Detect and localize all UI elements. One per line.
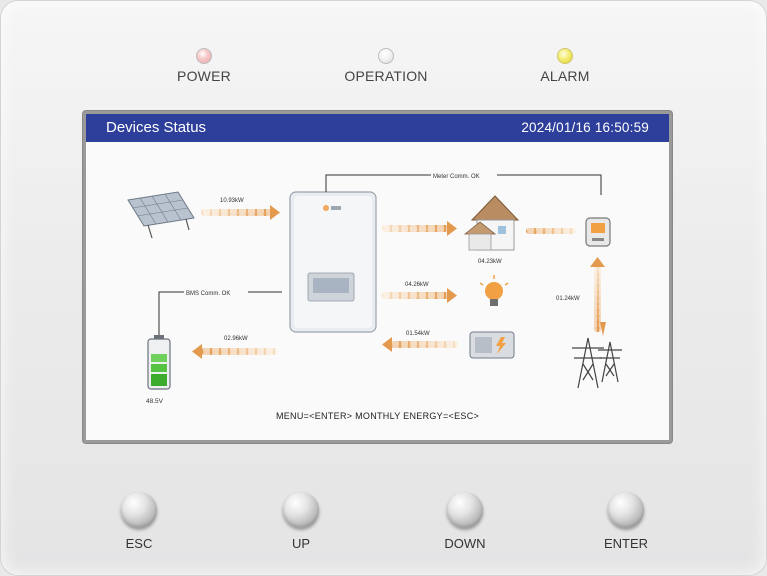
down-button-group: DOWN (415, 492, 515, 551)
esc-button-label: ESC (125, 536, 153, 551)
inverter-icon (289, 191, 377, 333)
power-led-icon (196, 48, 212, 64)
energy-flow-diagram: 10.93kW Meter Comm. OK (127, 171, 622, 405)
power-indicator-label: POWER (177, 68, 231, 84)
screen-datetime: 2024/01/16 16:50:59 (521, 120, 649, 135)
meter-comm-status: Meter Comm. OK (433, 174, 480, 180)
house-flow-arrow (382, 221, 457, 236)
battery-power-value: 02.96kW (224, 336, 248, 342)
battery-flow-arrow (192, 344, 277, 359)
power-grid-icon (572, 337, 622, 389)
light-bulb-icon (479, 275, 509, 306)
enter-button[interactable] (608, 492, 644, 528)
bms-comm-status: BMS Comm. OK (186, 291, 230, 297)
generator-icon (469, 331, 515, 359)
navigation-hint: MENU=<ENTER> MONTHLY ENERGY=<ESC> (275, 411, 480, 421)
generator-flow-arrow (382, 337, 458, 352)
meter-link-arrow (526, 228, 576, 234)
solar-panel-icon (127, 191, 195, 239)
generator-power-value: 01.54kW (406, 331, 430, 337)
alarm-indicator: ALARM (500, 48, 630, 84)
operation-indicator: OPERATION (321, 48, 451, 84)
operation-led-icon (378, 48, 394, 64)
house-load-value: 04.23kW (478, 259, 502, 265)
power-indicator: POWER (139, 48, 269, 84)
battery-voltage: 48.5V (146, 398, 164, 405)
pv-flow-arrow (201, 205, 280, 220)
screen-title-bar: Devices Status 2024/01/16 16:50:59 (86, 114, 669, 142)
battery-icon (147, 335, 171, 390)
screen-title: Devices Status (106, 119, 207, 136)
up-button[interactable] (283, 492, 319, 528)
down-button-label: DOWN (444, 536, 486, 551)
down-button[interactable] (447, 492, 483, 528)
alarm-led-icon (557, 48, 573, 64)
enter-button-group: ENTER (576, 492, 676, 551)
backup-load-flow-arrow (382, 288, 457, 303)
lcd-screen: Devices Status 2024/01/16 16:50:59 (86, 114, 669, 440)
backup-load-value: 04.26kW (405, 282, 429, 288)
up-button-label: UP (291, 536, 311, 551)
house-icon (463, 195, 520, 251)
up-button-group: UP (251, 492, 351, 551)
pv-power-value: 10.93kW (220, 198, 244, 204)
enter-button-label: ENTER (603, 536, 649, 551)
operation-indicator-label: OPERATION (344, 68, 428, 84)
grid-power-value: 01.24kW (556, 296, 580, 302)
smart-meter-icon (585, 217, 611, 247)
esc-button-group: ESC (89, 492, 189, 551)
esc-button[interactable] (121, 492, 157, 528)
grid-flow-arrow (590, 257, 606, 336)
alarm-indicator-label: ALARM (540, 68, 590, 84)
